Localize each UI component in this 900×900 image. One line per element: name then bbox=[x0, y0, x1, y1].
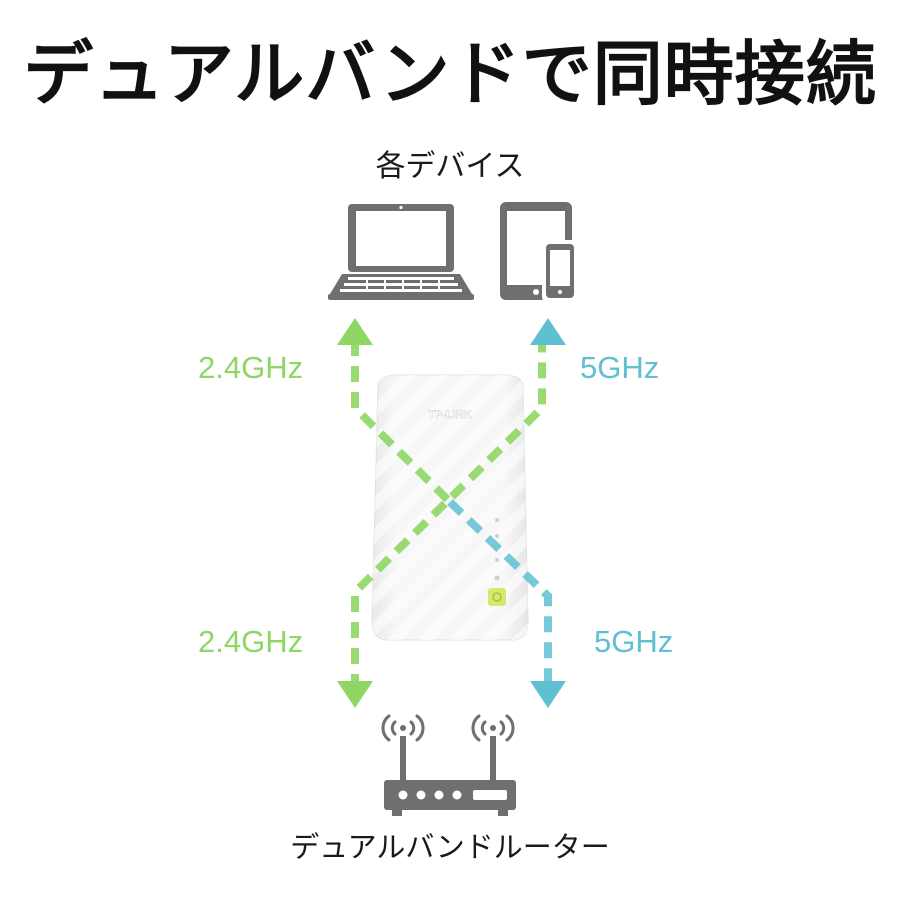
band-label-bottom-right: 5GHz bbox=[594, 624, 674, 659]
headline: デュアルバンドで同時接続 bbox=[23, 33, 877, 115]
arrow-up-5 bbox=[530, 318, 566, 345]
tablet-phone-icon bbox=[500, 202, 578, 302]
extender-brand: TP-LINK bbox=[428, 409, 471, 421]
router-icon bbox=[381, 714, 516, 816]
devices-label: 各デバイス bbox=[375, 149, 525, 184]
band-label-top-left: 2.4GHz bbox=[198, 350, 304, 385]
band-24-path bbox=[351, 340, 546, 690]
arrow-down-5 bbox=[530, 681, 566, 708]
laptop-icon bbox=[328, 204, 474, 300]
arrow-up-24 bbox=[337, 318, 373, 345]
band-label-top-right: 5GHz bbox=[580, 350, 660, 385]
router-label: デュアルバンドルーター bbox=[290, 830, 610, 864]
arrow-down-24 bbox=[337, 681, 373, 708]
band-label-bottom-left: 2.4GHz bbox=[198, 624, 304, 659]
band-5-cross-path bbox=[447, 499, 552, 690]
band-24-top-path bbox=[351, 340, 453, 505]
